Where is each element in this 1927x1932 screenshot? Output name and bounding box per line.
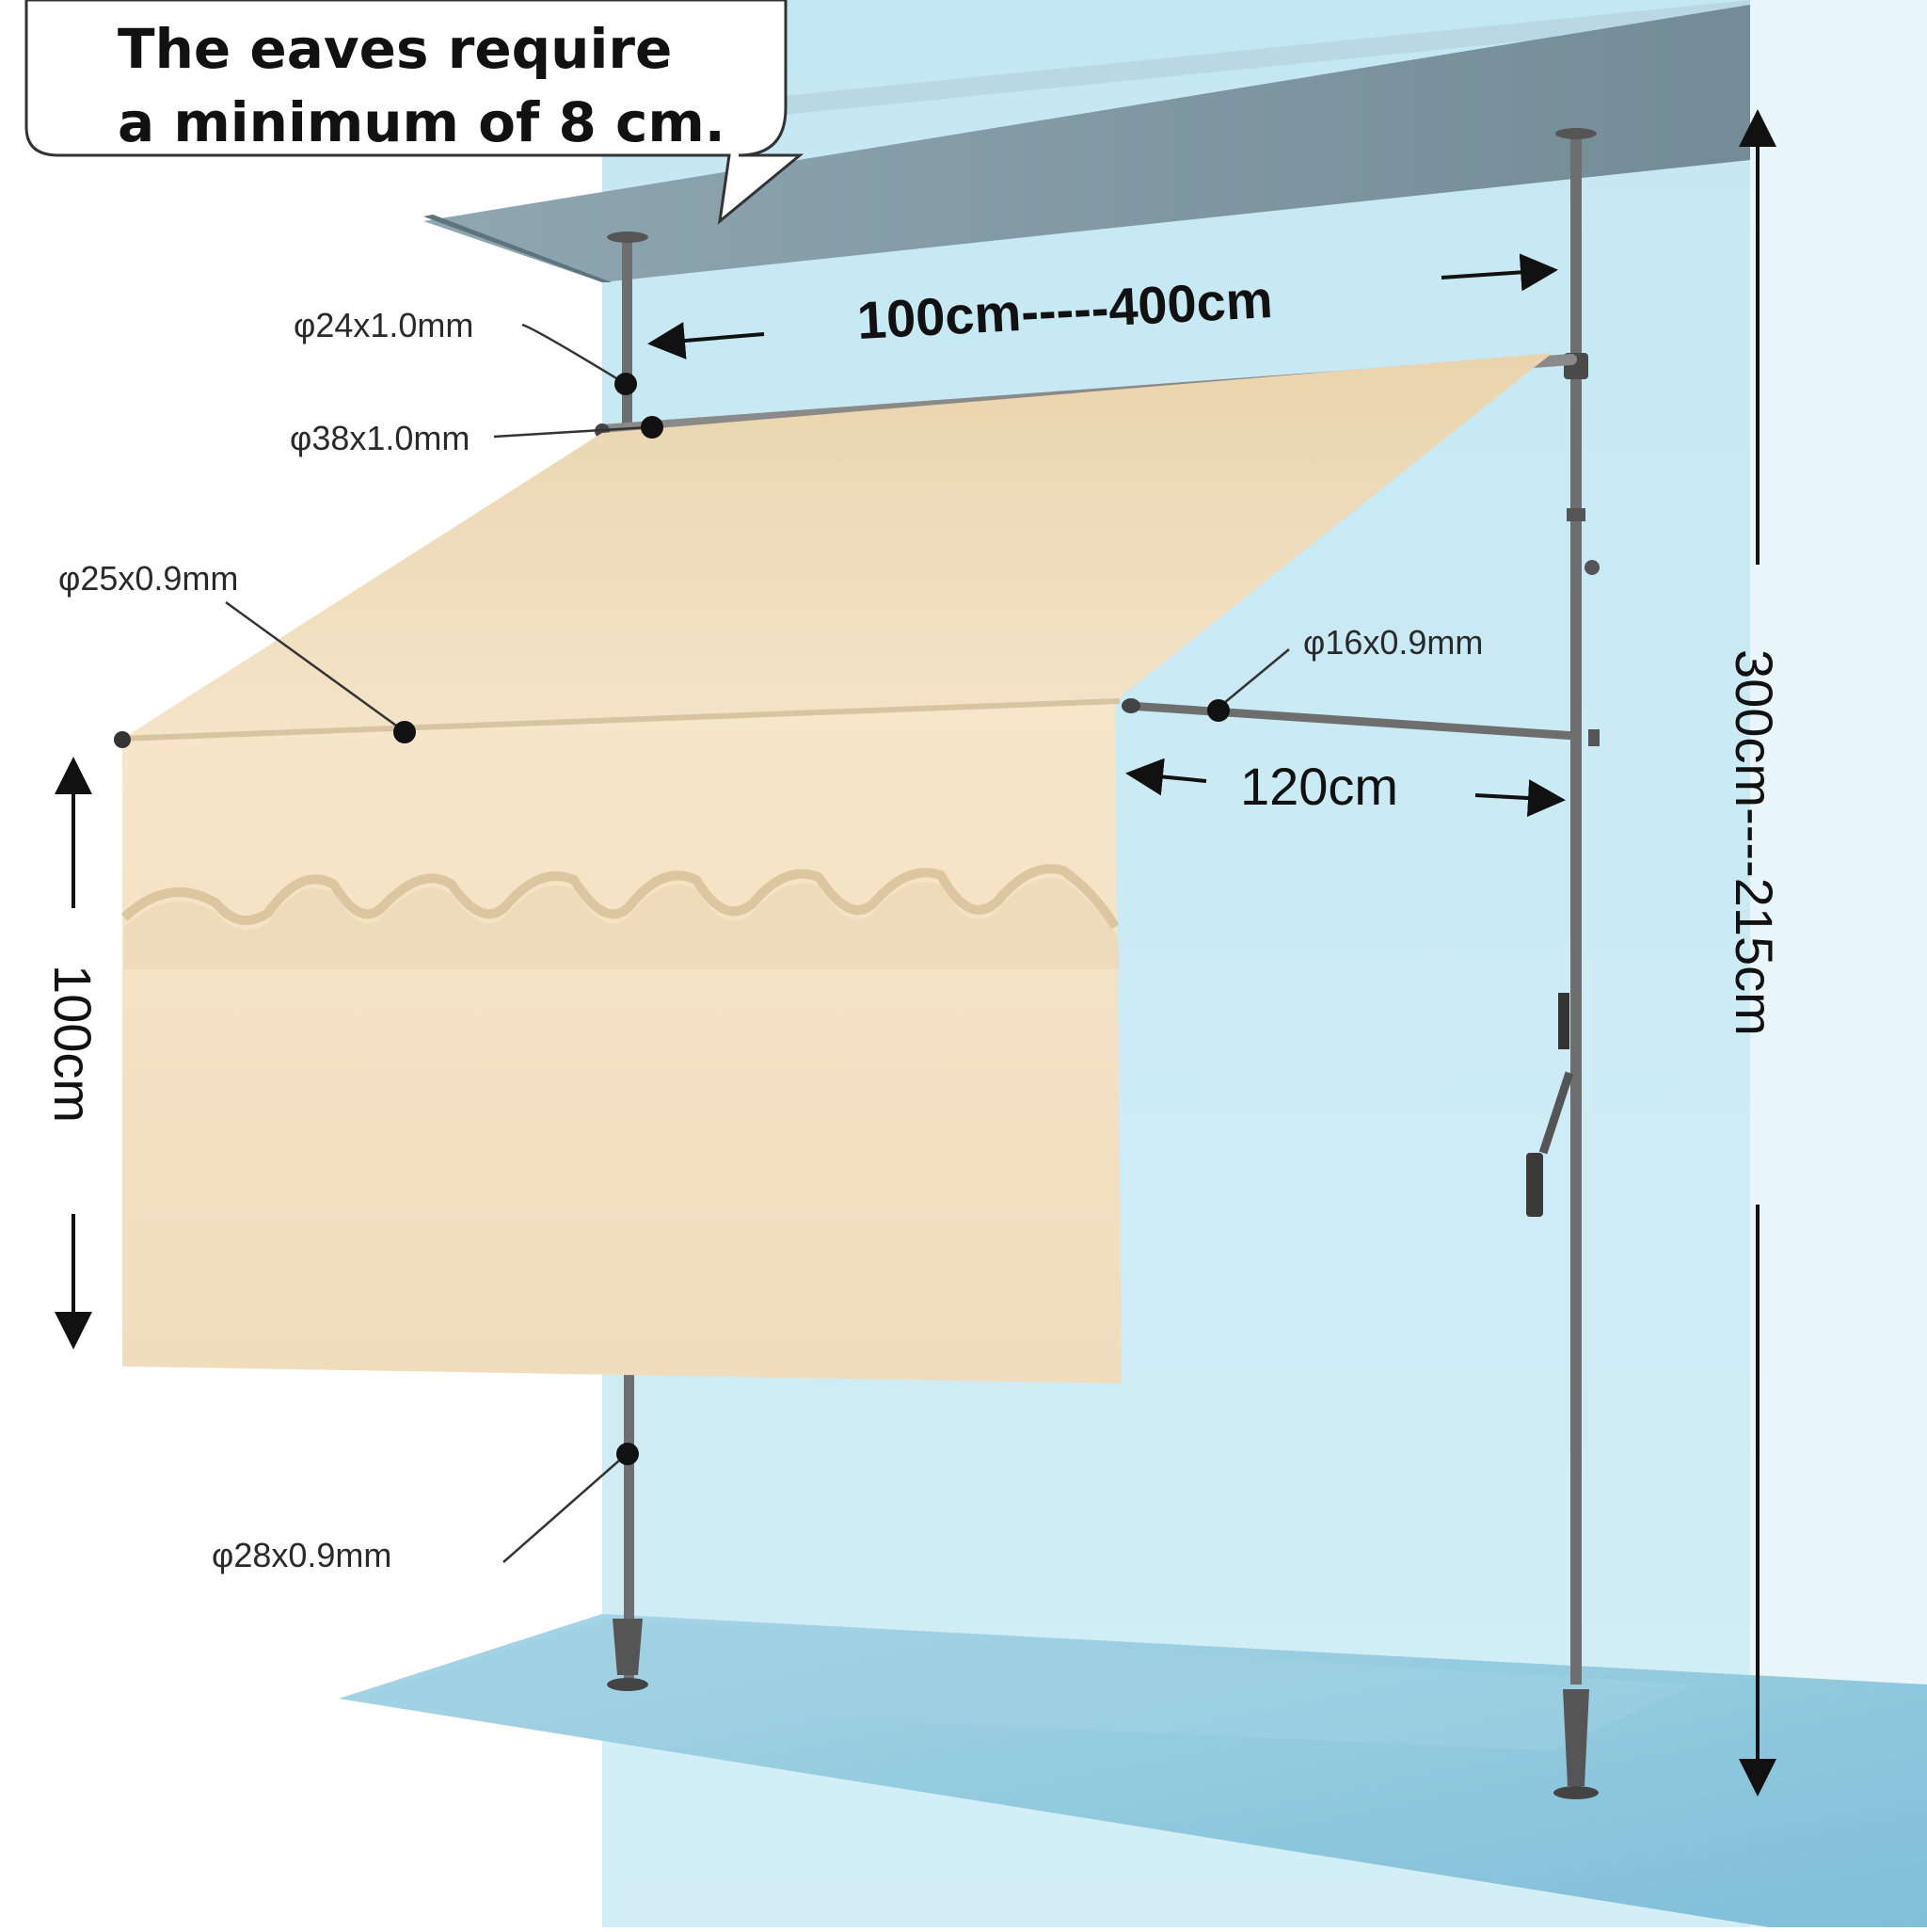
front-bar (118, 698, 1121, 742)
right-wall-edge (1750, 0, 1927, 1927)
label-front-bar: φ25x0.9mm (58, 559, 416, 743)
ceiling-slab-front (423, 5, 1927, 282)
front-bar-left-cap (114, 731, 131, 748)
dimension-height: 300cm----215cm (1725, 109, 1784, 1796)
svg-text:φ24x1.0mm: φ24x1.0mm (294, 306, 473, 344)
dimension-valance-drop: 100cm (43, 757, 103, 1349)
svg-text:120cm: 120cm (1240, 757, 1398, 816)
svg-text:φ38x1.0mm: φ38x1.0mm (290, 419, 470, 457)
valance-scallops (120, 864, 1120, 930)
label-roller-tube: φ38x1.0mm (290, 416, 663, 457)
label-bottom-pole-tube: φ28x0.9mm (212, 1443, 639, 1574)
valance-shadow (124, 878, 1120, 969)
floor-shadow (358, 1619, 1694, 1750)
svg-text:φ16x0.9mm: φ16x0.9mm (1303, 623, 1483, 662)
label-top-pole-tube: φ24x1.0mm (294, 306, 637, 395)
right-pole (1526, 128, 1600, 1799)
svg-text:φ28x0.9mm: φ28x0.9mm (212, 1536, 391, 1574)
svg-text:φ25x0.9mm: φ25x0.9mm (58, 559, 238, 598)
callout-line-1: The eaves require (118, 17, 672, 81)
svg-text:300cm----215cm: 300cm----215cm (1725, 649, 1784, 1036)
arm-tube (1122, 698, 1577, 741)
awning-valance (122, 701, 1122, 1383)
label-arm-tube: φ16x0.9mm (1207, 623, 1483, 722)
callout-line-2: a minimum of 8 cm. (118, 90, 725, 154)
svg-text:100cm: 100cm (43, 965, 103, 1123)
ceiling-slab-bottom-edge (423, 215, 612, 282)
awning-canopy (122, 353, 1553, 739)
callout-bubble: The eaves require a minimum of 8 cm. (24, 0, 804, 225)
dimension-projection: 120cm (1125, 757, 1566, 818)
left-pole (607, 232, 648, 1691)
